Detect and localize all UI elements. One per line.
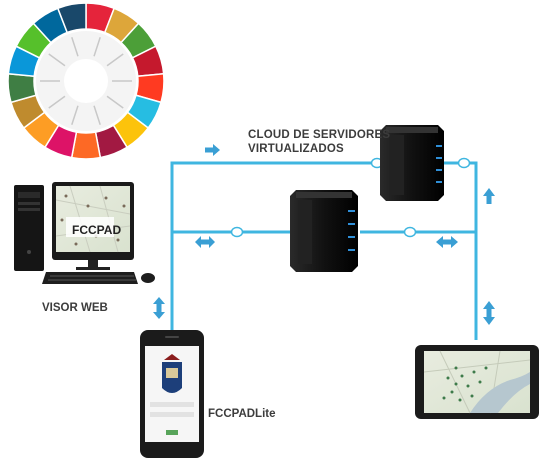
sdg-spoke [93, 37, 101, 57]
sdg-spoke [93, 105, 101, 125]
sdg-segment [56, 2, 87, 34]
sdg-spoke [106, 53, 124, 67]
server-tower-icon [380, 125, 444, 201]
fccpad-lite-label: FCCPADLite [208, 408, 276, 420]
smartphone-icon [140, 330, 204, 458]
link-node [457, 157, 471, 169]
server-tower-icon [290, 190, 358, 272]
up-arrow-icon [483, 188, 495, 204]
sdg-core [64, 59, 108, 103]
vertical-bidirectional-arrow-icon [153, 297, 165, 319]
sdg-wheel-icon [7, 2, 165, 160]
sdg-spoke [48, 95, 66, 109]
desktop-computer-icon [14, 182, 155, 284]
cloud-label-line2: VIRTUALIZADOS [248, 143, 344, 155]
vertical-bidirectional-arrow-icon [483, 301, 495, 325]
link-node [230, 226, 244, 238]
right-arrow-icon [205, 144, 220, 156]
visor-web-label: VISOR WEB [42, 302, 108, 314]
monitor-app-label: FCCPAD [72, 223, 122, 237]
bidirectional-arrow-icon [436, 236, 458, 248]
tablet-icon [415, 345, 539, 419]
sdg-spoke [48, 53, 66, 67]
sdg-spoke [106, 95, 124, 109]
cloud-label-line1: CLOUD DE SERVIDORES [248, 129, 391, 141]
cloud-servers-label: CLOUD DE SERVIDORES VIRTUALIZADOS [248, 128, 390, 156]
top-link [170, 161, 390, 340]
sdg-spoke [71, 105, 79, 125]
link-nodes [230, 157, 471, 238]
sdg-spoke [71, 37, 79, 57]
bidirectional-arrow-icon [195, 236, 215, 248]
link-node [403, 226, 417, 238]
